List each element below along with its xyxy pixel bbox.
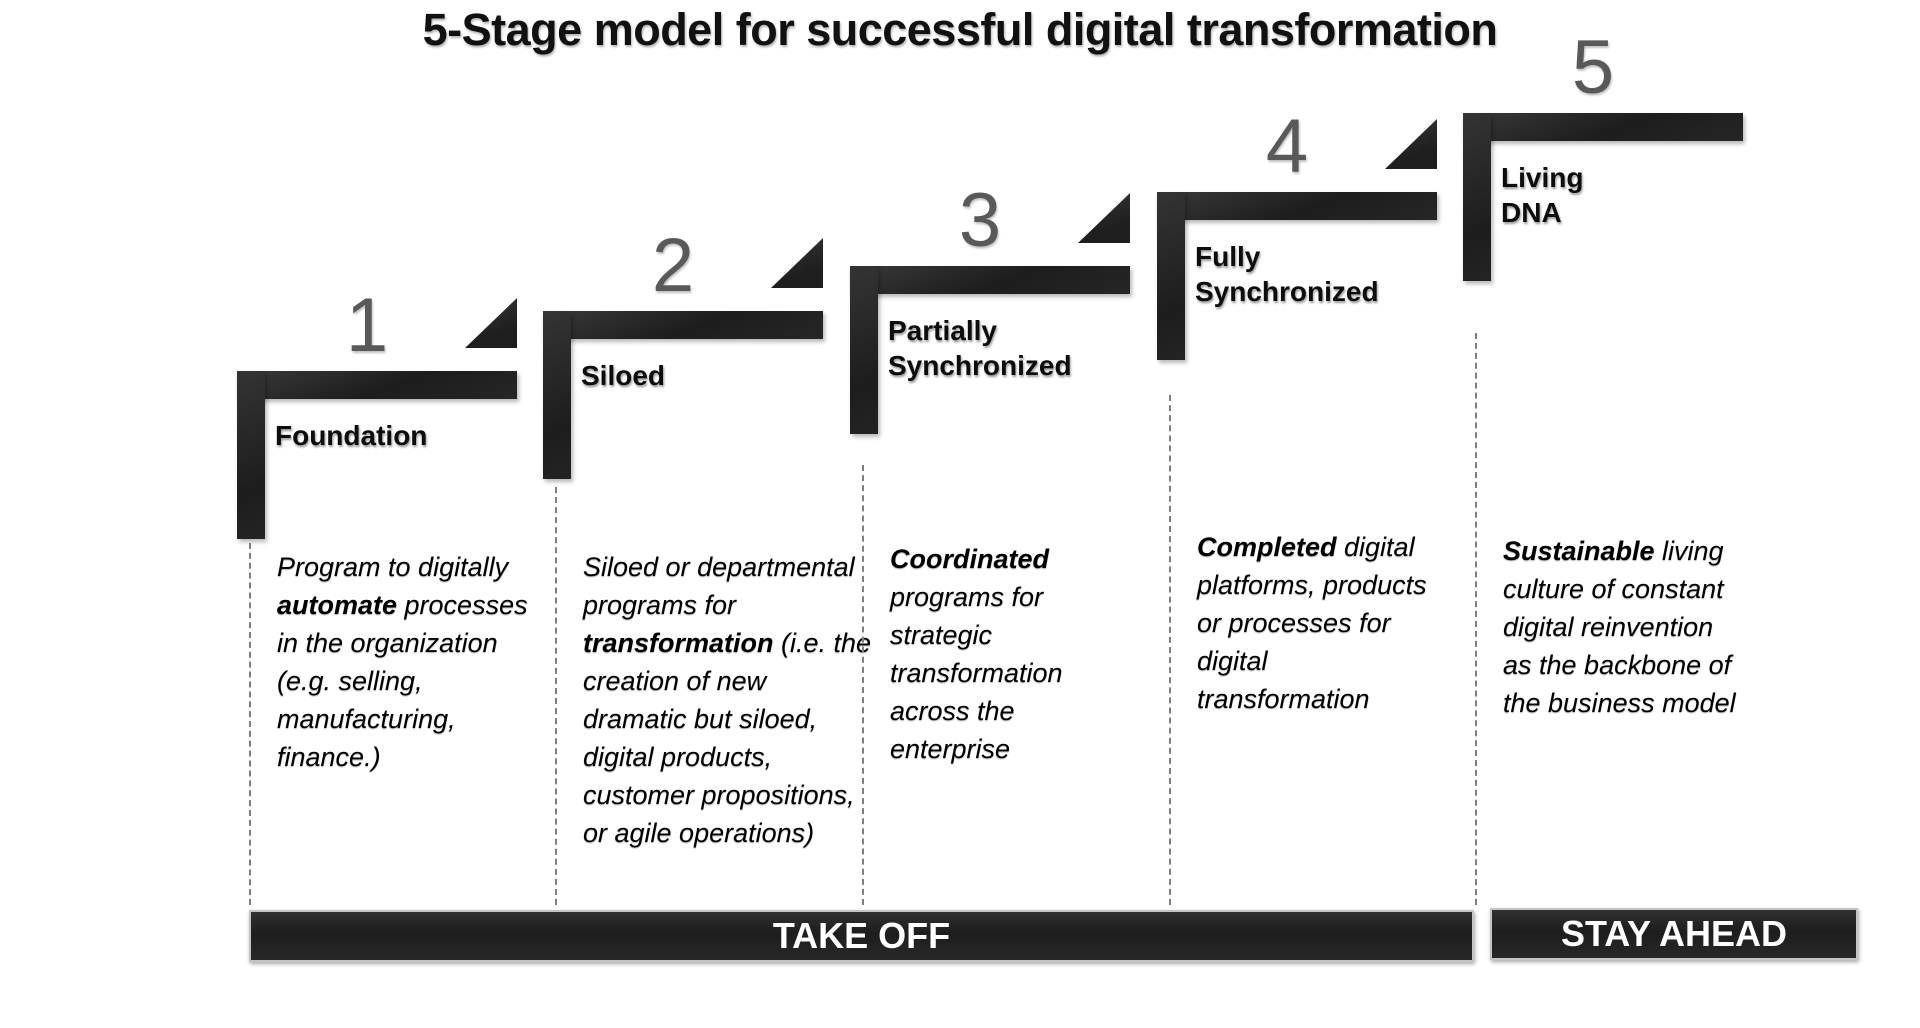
description-bold-text: Sustainable: [1503, 536, 1655, 566]
description-text: living culture of constant digital reinv…: [1503, 536, 1736, 718]
stage-3-name: Partially Synchronized: [888, 315, 1072, 381]
stay-ahead-phase-bar: STAY AHEAD: [1490, 908, 1858, 960]
stay-ahead-label: STAY AHEAD: [1560, 913, 1788, 954]
step-up-triangle-icon: [1385, 119, 1437, 169]
step-up-triangle-icon: [771, 238, 823, 288]
stage-5-name: Living DNA: [1501, 162, 1584, 228]
description-bold-text: Completed: [1197, 532, 1337, 562]
description-bold-text: Coordinated: [890, 544, 1049, 574]
stage-5-description: Sustainable living culture of constant d…: [1503, 532, 1736, 722]
description-bold-text: transformation: [583, 628, 774, 658]
stage-2-divider: [555, 487, 557, 905]
description-bold-text: automate: [277, 590, 398, 620]
description-text: programs for strategic transformation ac…: [890, 582, 1063, 764]
stage-4-name: Fully Synchronized: [1195, 241, 1379, 307]
stage-1-divider: [249, 543, 251, 905]
stage-3-description: Coordinated programs for strategic trans…: [890, 540, 1063, 768]
step-horizontal-bar: [850, 266, 1130, 294]
page-title: 5-Stage model for successful digital tra…: [422, 4, 1498, 55]
step-vertical-bar: [1463, 113, 1491, 281]
stage-1-number: 1: [345, 283, 389, 368]
step-vertical-bar: [850, 266, 878, 434]
stage-4-divider: [1169, 395, 1171, 905]
stage-5-divider: [1475, 333, 1477, 905]
description-text: Program to digitally: [277, 552, 509, 582]
step-up-triangle-icon: [465, 298, 517, 348]
stage-1-name: Foundation: [275, 420, 428, 451]
stage-1-description: Program to digitally automate processes …: [277, 548, 528, 776]
take-off-label: TAKE OFF: [772, 915, 951, 956]
step-vertical-bar: [237, 371, 265, 539]
stage-5-number: 5: [1571, 25, 1615, 110]
step-horizontal-bar: [1157, 192, 1437, 220]
stage-4-number: 4: [1265, 104, 1309, 189]
stage-4-description: Completed digital platforms, products or…: [1197, 528, 1427, 718]
step-horizontal-bar: [543, 311, 823, 339]
description-text: digital platforms, products or processes…: [1197, 532, 1427, 714]
step-vertical-bar: [543, 311, 571, 479]
stage-2-name: Siloed: [581, 360, 666, 391]
step-up-triangle-icon: [1078, 193, 1130, 243]
description-text: Siloed or departmental programs for: [583, 552, 855, 620]
description-text: (i.e. the creation of new dramatic but s…: [583, 628, 872, 848]
description-text: processes in the organization (e.g. sell…: [277, 590, 528, 772]
step-horizontal-bar: [1463, 113, 1743, 141]
take-off-phase-bar: TAKE OFF: [249, 910, 1474, 962]
stage-3-divider: [862, 465, 864, 905]
stage-3-number: 3: [958, 178, 1002, 263]
stage-2-description: Siloed or departmental programs for tran…: [583, 548, 871, 852]
step-vertical-bar: [1157, 192, 1185, 360]
stage-2-number: 2: [651, 223, 695, 308]
step-horizontal-bar: [237, 371, 517, 399]
